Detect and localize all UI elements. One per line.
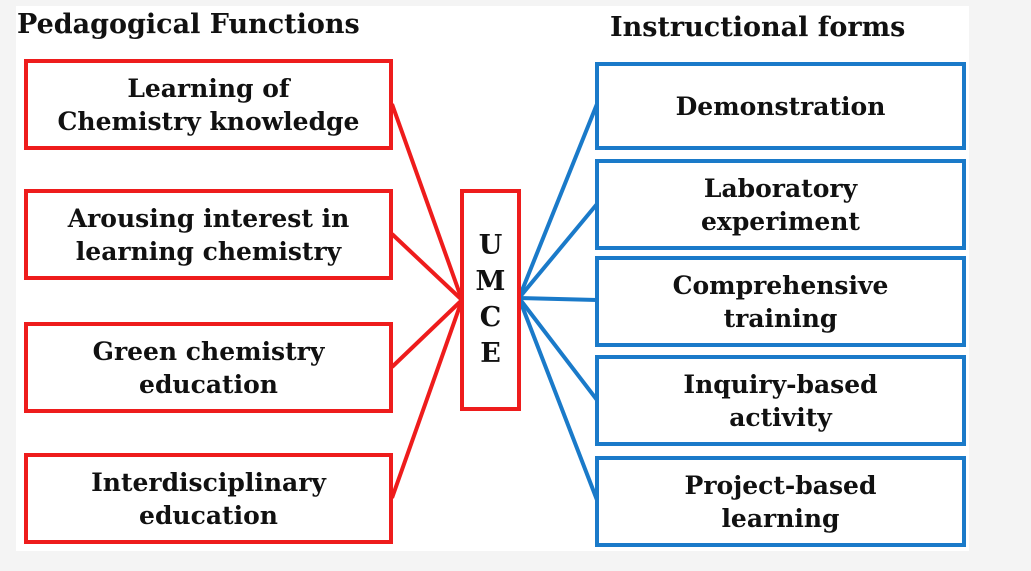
umce-letter-u: U [478,230,503,261]
connector-demonstration [517,103,599,299]
connector-comprehensive [518,296,598,302]
form-box-project-learning: Project-based learning [595,456,966,547]
red-connectors [390,103,464,499]
umce-letter-c: C [479,302,502,333]
connector-learning-knowledge [390,103,464,301]
connector-inquiry [517,296,599,402]
left-heading: Pedagogical Functions [17,9,360,40]
form-box-inquiry-activity: Inquiry-based activity [595,355,966,446]
function-box-green-chemistry: Green chemistry education [24,322,393,413]
connector-interdisciplinary [390,299,464,499]
right-heading: Instructional forms [610,12,906,43]
connector-laboratory [517,202,599,300]
umce-box: U M C E [460,189,521,411]
form-box-demonstration: Demonstration [595,62,966,150]
function-box-arousing-interest: Arousing interest in learning chemistry [24,189,393,280]
connector-arousing-interest [390,232,464,302]
umce-letter-m: M [475,266,506,297]
function-box-interdisciplinary: Interdisciplinary education [24,453,393,544]
connector-project [517,297,599,501]
connector-green-chemistry [390,298,464,369]
blue-connectors [517,103,599,501]
form-box-laboratory-experiment: Laboratory experiment [595,159,966,250]
umce-letter-e: E [480,338,501,369]
function-box-learning-knowledge: Learning of Chemistry knowledge [24,59,393,150]
form-box-comprehensive-training: Comprehensive training [595,256,966,347]
